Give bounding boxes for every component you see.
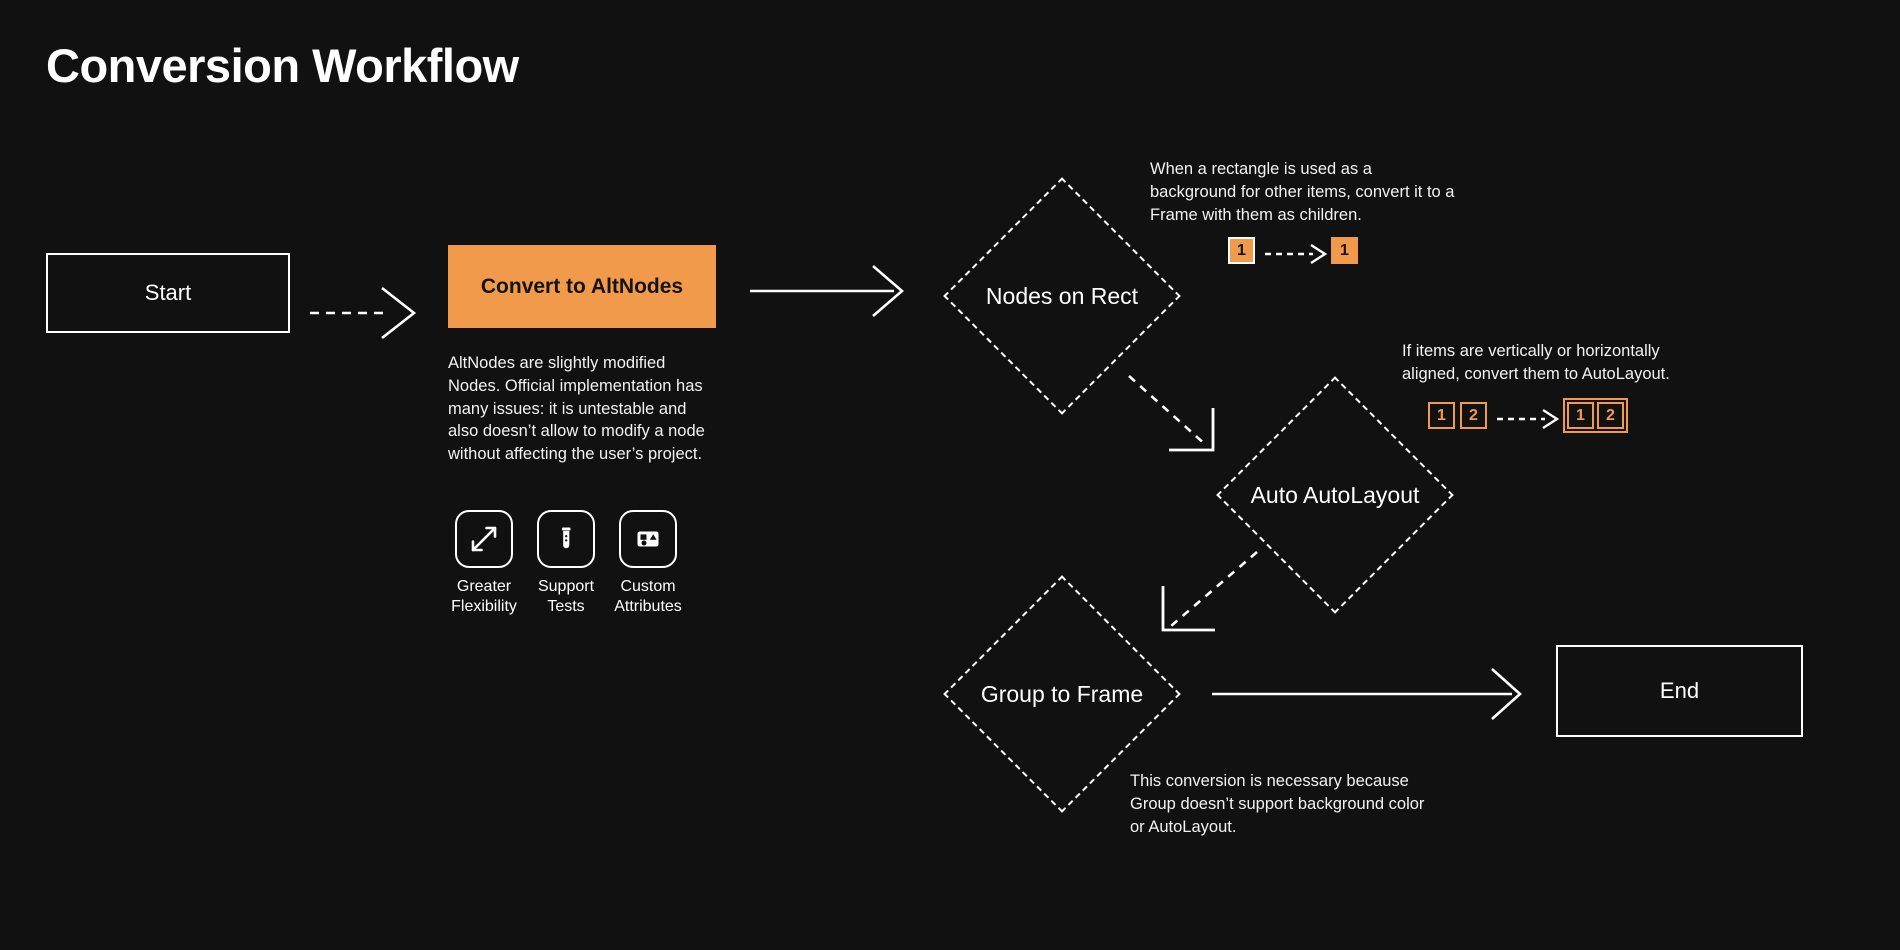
feature-label: Support Tests — [537, 578, 595, 615]
badge-transform-arrow-icon — [1265, 243, 1328, 264]
note-nodes-on-rect: When a rectangle is used as a background… — [1150, 160, 1455, 224]
connector-auto-autolayout-to-group-to-frame — [1135, 548, 1263, 658]
badge-row-nodes-on-rect: 1 1 — [1228, 237, 1358, 264]
connector-convert-to-nodes-on-rect — [750, 260, 918, 322]
feature-row: Greater Flexibility Support Tests — [451, 510, 738, 616]
expand-arrows-icon — [455, 510, 513, 568]
note-convert-to-altnodes: AltNodes are slightly modified Nodes. Of… — [448, 354, 705, 464]
note-auto-autolayout: If items are vertically or horizontally … — [1402, 342, 1670, 383]
badge-group-after-framed: 1 2 — [1563, 398, 1628, 433]
badge-group-before: 1 2 — [1428, 402, 1487, 429]
feature-support-tests[interactable]: Support Tests — [534, 510, 598, 616]
node-auto-autolayout[interactable]: Auto AutoLayout — [1216, 376, 1454, 614]
badge-group-before: 1 — [1228, 237, 1255, 264]
connector-group-to-frame-to-end — [1212, 663, 1542, 725]
badge-item: 2 — [1460, 402, 1487, 429]
node-end[interactable]: End — [1556, 645, 1803, 737]
test-tube-icon — [537, 510, 595, 568]
feature-custom-attributes[interactable]: Custom Attributes — [614, 510, 682, 616]
node-group-to-frame-label: Group to Frame — [980, 680, 1144, 707]
badge-item: 1 — [1567, 402, 1594, 429]
feature-label: Greater Flexibility — [451, 578, 517, 615]
feature-label: Custom Attributes — [614, 578, 682, 615]
feature-greater-flexibility[interactable]: Greater Flexibility — [451, 510, 517, 616]
page-title: Conversion Workflow — [46, 39, 519, 92]
note-group-to-frame: This conversion is necessary because Gro… — [1130, 772, 1425, 836]
node-end-label: End — [1659, 678, 1700, 703]
node-start[interactable]: Start — [46, 253, 290, 333]
badge-row-auto-autolayout: 1 2 1 2 — [1428, 398, 1628, 433]
badge-item: 2 — [1597, 402, 1624, 429]
badge-item: 1 — [1428, 402, 1455, 429]
badge-item: 1 — [1331, 237, 1358, 264]
shapes-frame-icon — [619, 510, 677, 568]
connector-nodes-on-rect-to-auto-autolayout — [1125, 372, 1253, 482]
node-nodes-on-rect[interactable]: Nodes on Rect — [943, 177, 1181, 415]
node-group-to-frame[interactable]: Group to Frame — [943, 575, 1181, 813]
badge-transform-arrow-icon — [1497, 408, 1560, 429]
badge-group-after: 1 — [1331, 237, 1358, 264]
node-convert-to-altnodes[interactable]: Convert to AltNodes — [448, 245, 716, 328]
node-convert-label: Convert to AltNodes — [480, 274, 684, 298]
badge-item: 1 — [1228, 237, 1255, 264]
node-auto-autolayout-label: Auto AutoLayout — [1250, 481, 1420, 508]
node-nodes-on-rect-label: Nodes on Rect — [985, 282, 1139, 309]
node-start-label: Start — [144, 280, 192, 305]
connector-start-to-convert — [310, 282, 430, 344]
